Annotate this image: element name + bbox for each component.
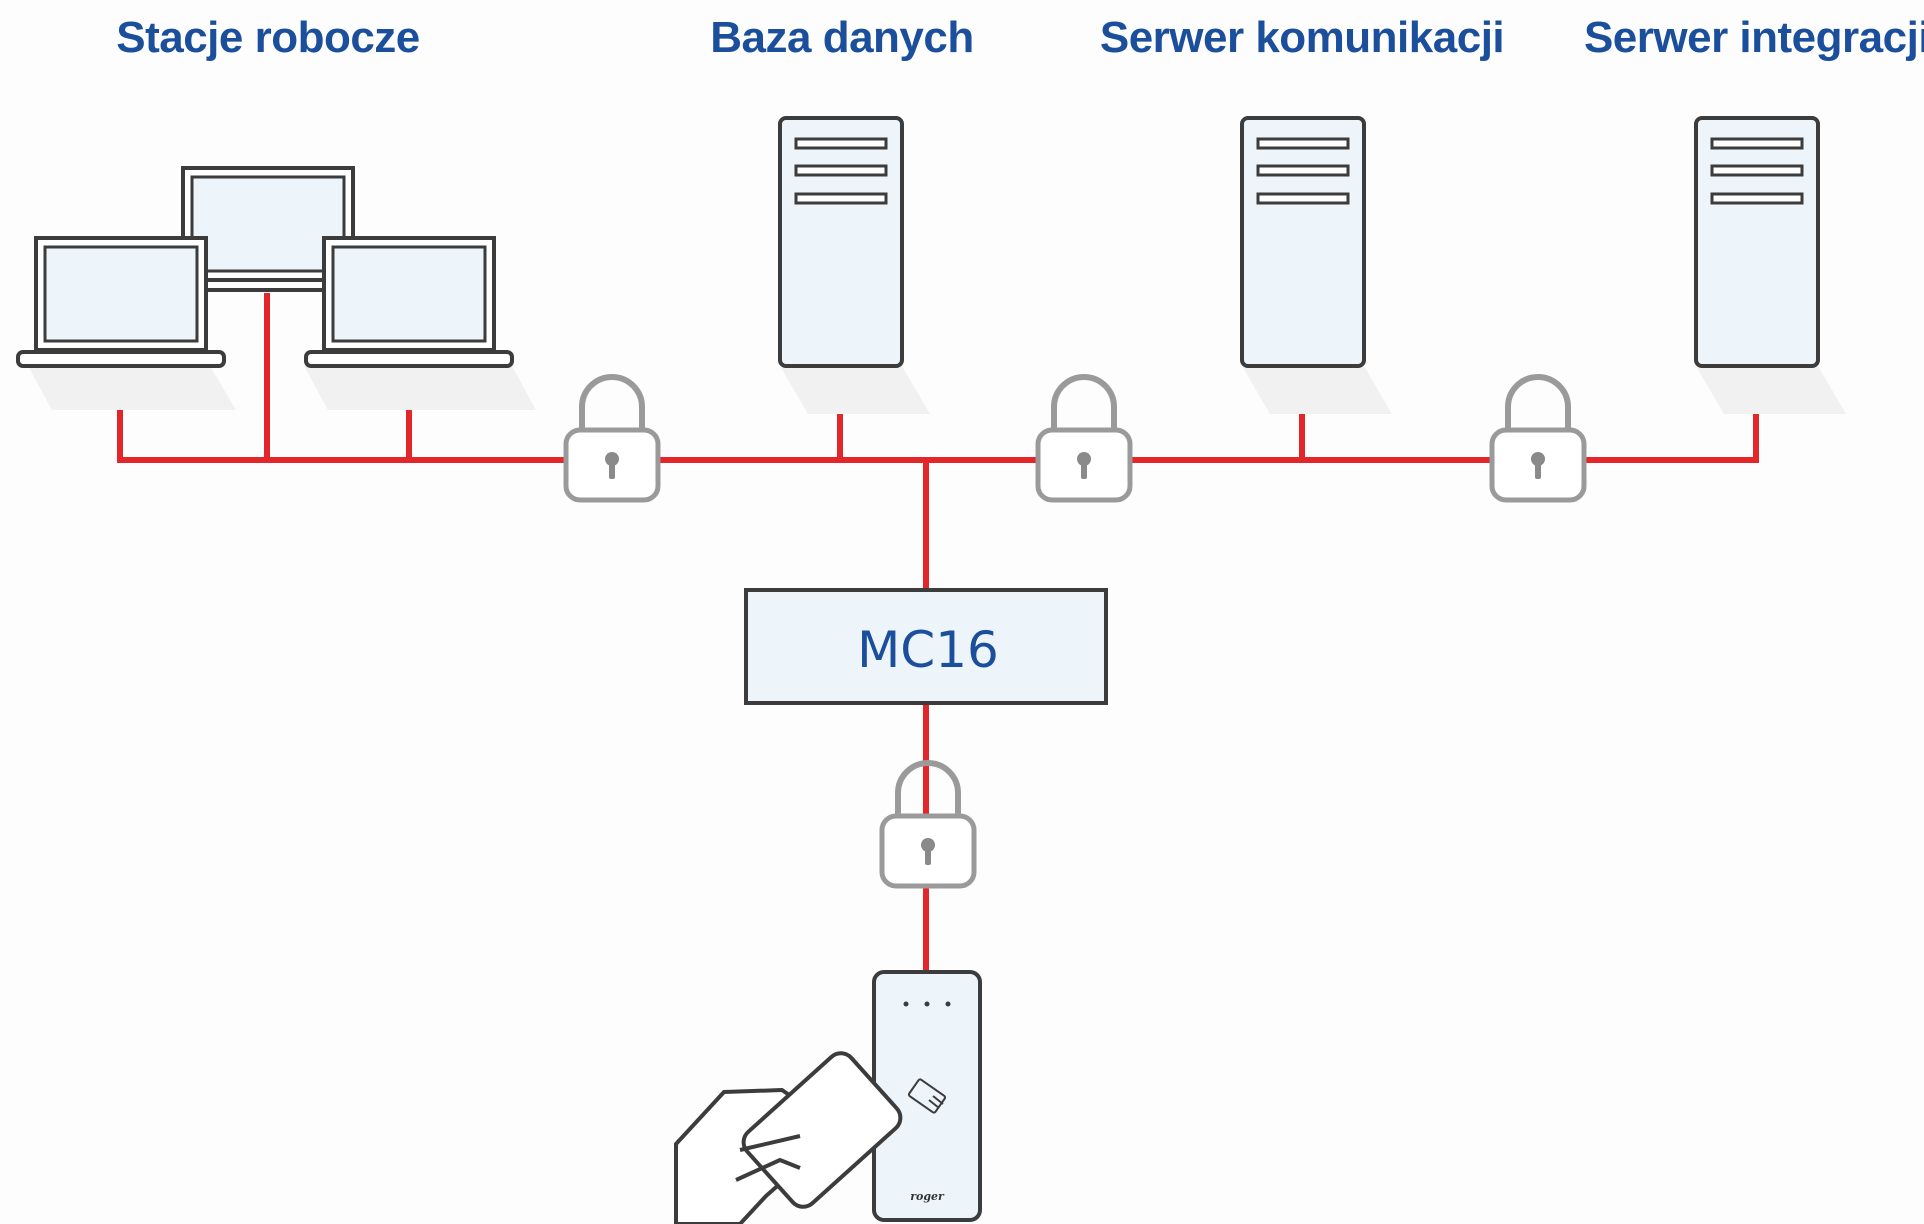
laptop-icon [16,236,236,410]
heading-workstations: Stacje robocze [116,13,420,62]
card-reader-icon: roger [872,970,982,1222]
laptop-icon [304,236,536,410]
padlock-icon [1035,374,1133,503]
heading-comm-server: Serwer komunikacji [1100,13,1504,62]
controller-label: MC16 [857,621,999,679]
server-tower-icon [1240,116,1366,368]
controller-box: MC16 [744,588,1108,705]
heading-database: Baza danych [710,13,973,62]
padlock-icon [563,374,661,503]
workstations-group [16,166,536,410]
server-integration [1694,116,1846,414]
hand-with-card-icon [674,1051,903,1224]
server-tower-icon [778,116,904,368]
heading-integration-server: Serwer integracji [1584,13,1924,62]
reader-brand: roger [910,1190,945,1203]
server-communication [1240,116,1392,414]
server-tower-icon [1694,116,1820,368]
server-database [778,116,930,414]
contactless-card-icon [907,1078,947,1114]
padlock-icon [879,760,977,889]
padlock-icon [1489,374,1587,503]
